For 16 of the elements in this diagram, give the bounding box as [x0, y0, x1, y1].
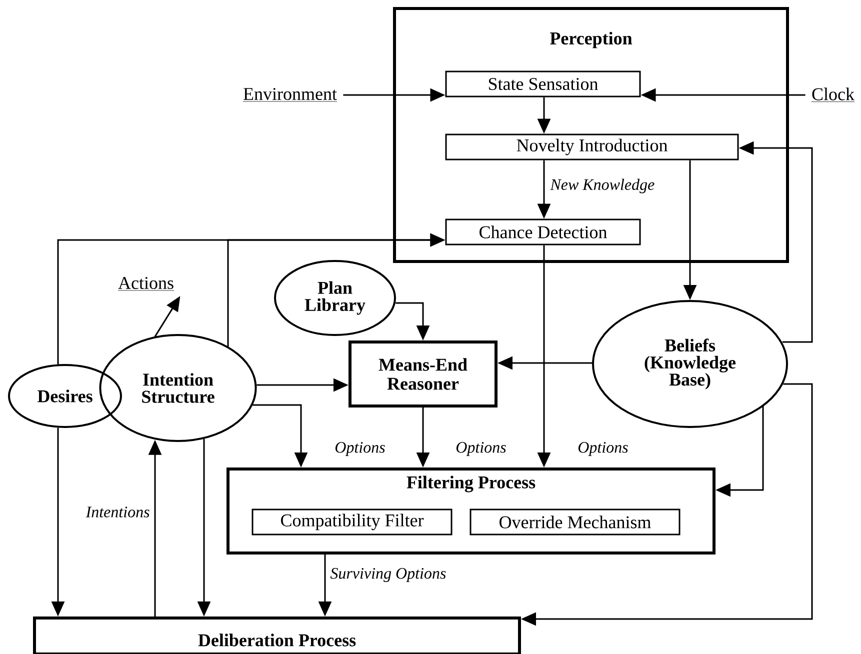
- actions-label: Actions: [118, 276, 174, 291]
- edge-label: Options: [576, 441, 630, 457]
- edge-label: Surviving Options: [329, 567, 448, 583]
- environment-label: Environment: [242, 88, 338, 102]
- reasoner-box: Means-End Reasoner: [348, 340, 498, 408]
- process-box: Chance Detection: [445, 218, 641, 246]
- deliberation-process-box: Deliberation Process: [33, 616, 521, 654]
- edge-label: Intentions: [84, 506, 151, 518]
- edge-label: New Knowledge: [549, 178, 656, 194]
- edge-label: Options: [454, 441, 508, 457]
- clock-label: Clock: [811, 88, 855, 102]
- process-box: Novelty Introduction: [445, 134, 739, 160]
- filter-box: Compatibility Filter: [252, 508, 452, 536]
- mechanism-box: Override Mechanism: [470, 508, 680, 536]
- process-box: State Sensation: [445, 70, 641, 98]
- edge-label: Options: [334, 441, 386, 457]
